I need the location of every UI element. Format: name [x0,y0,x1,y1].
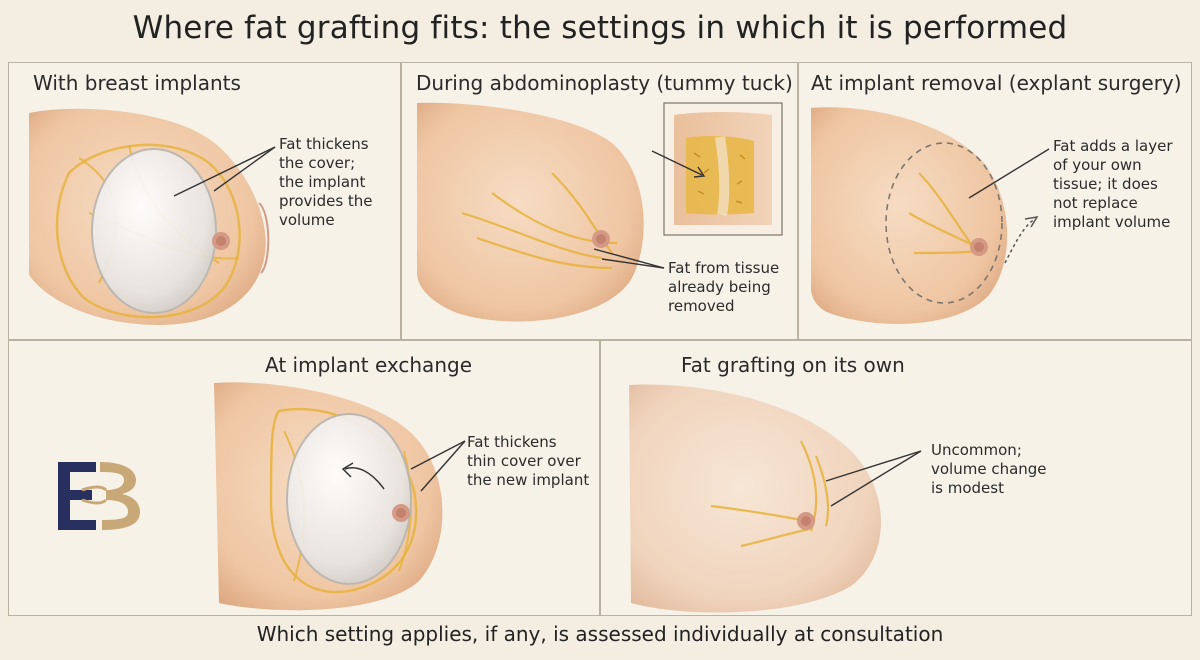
footer-note: Which setting applies, if any, is assess… [256,622,944,646]
panel-title-own: Fat grafting on its own [681,353,905,377]
callout-line: Fat adds a layer [1053,137,1173,155]
panel-implants: With breast implants Fat thickens the co… [8,62,401,340]
callout-line: not replace [1053,194,1138,212]
panel-exchange: At implant exchange Fat thickens thin co… [8,340,600,616]
callout-line: volume [279,211,335,229]
callout-line: Fat thickens [279,135,369,153]
callout-line: tissue; it does [1053,175,1158,193]
callout-abdominoplasty: Fat from tissue already being removed [668,259,779,316]
illustration-breast-fat-only [629,384,922,613]
page-title: Where fat grafting fits: the settings in… [132,10,1068,46]
panel-abdominoplasty: During abdominoplasty (tummy tuck) Fat [401,62,798,340]
callout-exchange: Fat thickens thin cover over the new imp… [467,433,589,490]
callout-line: implant volume [1053,213,1171,231]
illustration-breast-explant [811,107,1050,324]
callout-line: already being [668,278,771,296]
callout-explant: Fat adds a layer of your own tissue; it … [1053,137,1173,232]
callout-line: Uncommon; [931,441,1022,459]
callout-line: provides the [279,192,373,210]
callout-line: is modest [931,479,1004,497]
panel-own: Fat grafting on its own Uncommon; volume… [600,340,1192,616]
callout-line: thin cover over [467,452,581,470]
panel-title-implants: With breast implants [33,71,241,95]
illustration-breast-exchange [214,382,466,611]
panel-title-exchange: At implant exchange [265,353,472,377]
callout-line: Fat from tissue [668,259,780,277]
brand-logo-icon [58,462,140,530]
callout-line: the implant [279,173,366,191]
callout-implants: Fat thickens the cover; the implant prov… [279,135,373,230]
panel-explant: At implant removal (explant surgery) Fat… [798,62,1192,340]
callout-line: volume change [931,460,1047,478]
callout-line: of your own [1053,156,1142,174]
callout-own: Uncommon; volume change is modest [931,441,1047,498]
illustration-breast-abdominoplasty [417,102,783,322]
panel-title-explant: At implant removal (explant surgery) [811,71,1182,95]
callout-line: the new implant [467,471,590,489]
panel-title-abdominoplasty: During abdominoplasty (tummy tuck) [416,71,793,95]
illustration-breast-with-implant [29,108,276,325]
callout-line: the cover; [279,154,356,172]
callout-line: removed [668,297,735,315]
callout-line: Fat thickens [467,433,557,451]
